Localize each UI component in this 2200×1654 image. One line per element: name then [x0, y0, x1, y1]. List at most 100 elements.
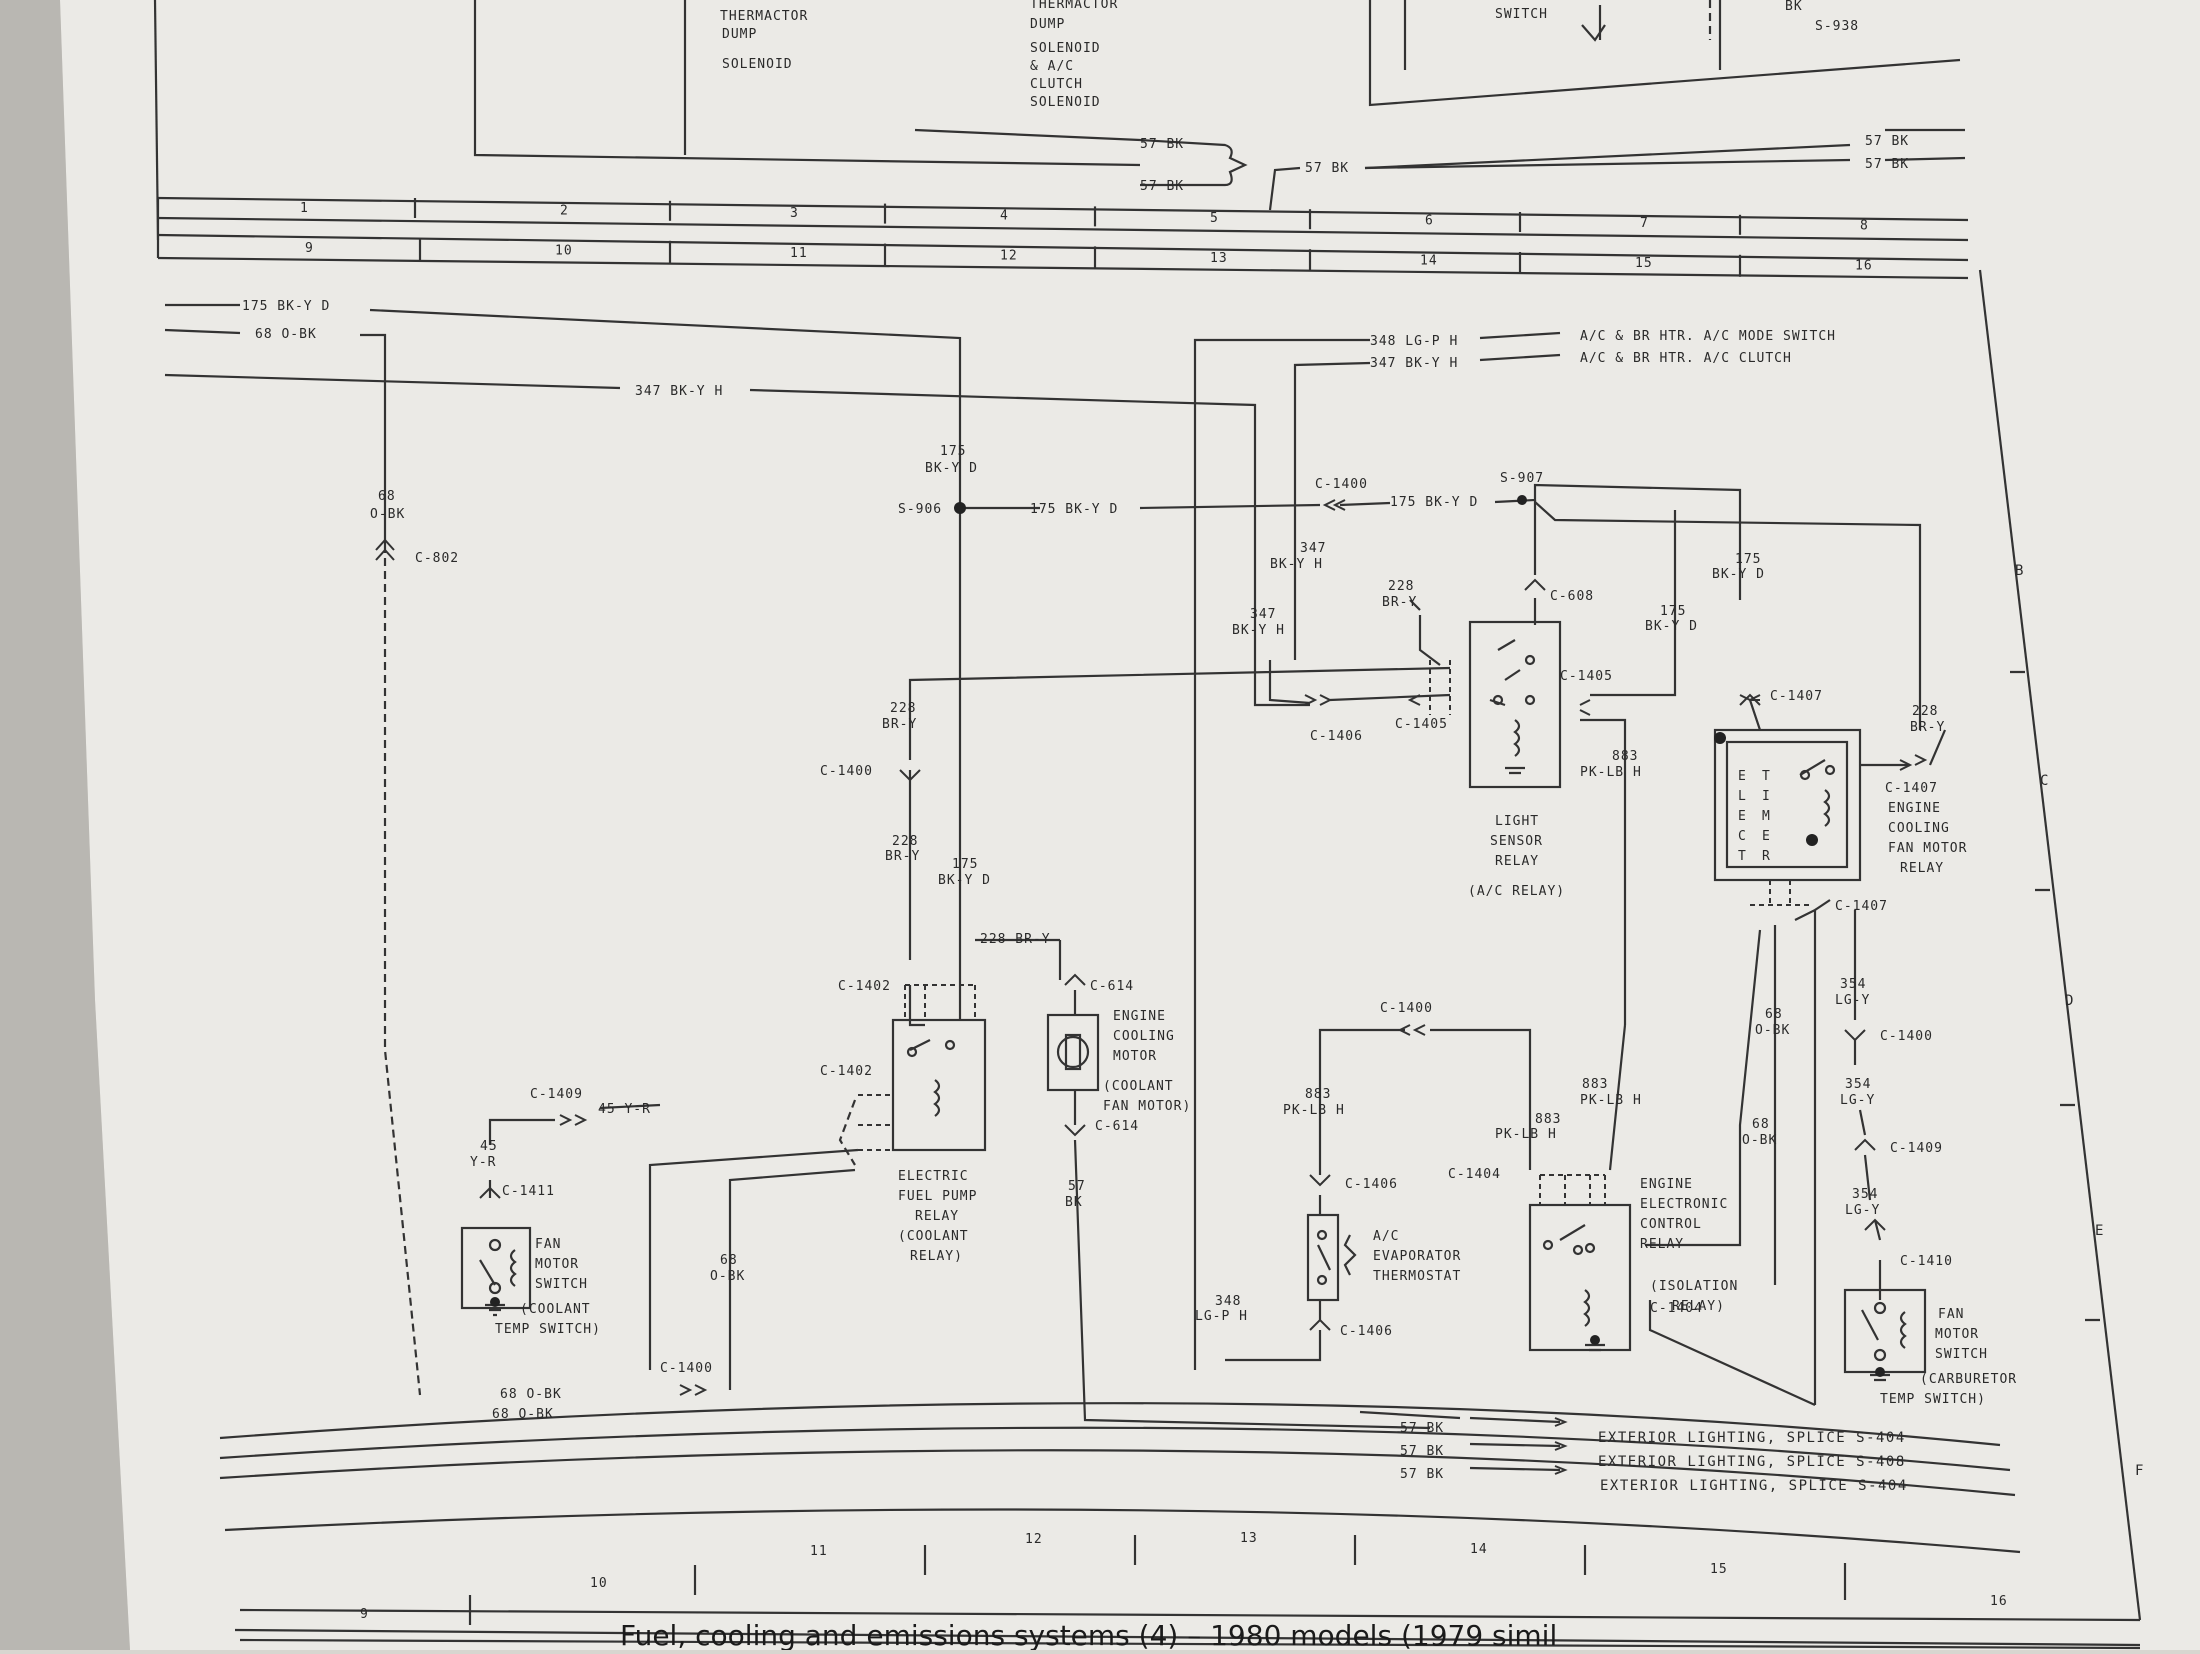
c1400a-label: C-1400 — [1315, 477, 1368, 492]
wire-228-c-label: 228 — [890, 701, 916, 716]
c1406c-label: C-1406 — [1340, 1324, 1393, 1339]
grid-top-cell-7: 7 — [1640, 216, 1649, 231]
wire-175-h-label: 175 BK-Y D — [1030, 502, 1118, 517]
wire-175-d-label: 175 — [952, 857, 978, 872]
wire-175-c-label: 175 — [1735, 552, 1761, 567]
c1410-label: C-1410 — [1900, 1254, 1953, 1269]
wire-68-b-label: 68 — [720, 1253, 738, 1268]
wire-57-v-label: 57 — [1068, 1179, 1086, 1194]
grid-top-cell-2: 2 — [560, 204, 569, 219]
wire-57bk-label-r1: 57 BK — [1865, 134, 1909, 149]
wire-175-top-label: 175 BK-Y D — [242, 299, 330, 314]
wire-347-a-label: 347 — [1300, 541, 1326, 556]
wire-57bk-label-r2: 57 BK — [1865, 157, 1909, 172]
c1406b-label: C-1406 — [1345, 1177, 1398, 1192]
eec-relay — [1528, 1174, 1632, 1352]
wire-348-label: 348 LG-P H — [1370, 334, 1458, 349]
wire-347-b-label-2: BK-Y H — [1232, 623, 1285, 638]
wire-175-c1400-label: 175 BK-Y D — [1390, 495, 1478, 510]
fan-motor-switch-left — [460, 1226, 532, 1317]
grid-top-cell-1: 1 — [300, 201, 309, 216]
s938-label: S-938 — [1815, 19, 1859, 34]
wire-175-d-label-2: BK-Y D — [938, 873, 991, 888]
c1405b-label: C-1405 — [1395, 717, 1448, 732]
wire-45-v-label: 45 — [480, 1139, 498, 1154]
margin-letter-e: E — [2095, 1223, 2105, 1239]
wire-68-c-label-2: O-BK — [1755, 1023, 1790, 1038]
wire-57-b3-label: 57 BK — [1400, 1467, 1444, 1482]
wire-68-b-label-2: O-BK — [710, 1269, 745, 1284]
switch-label: SWITCH — [1495, 7, 1548, 22]
grid-bottom-cell-15: 15 — [1710, 1562, 1728, 1577]
wire-348-v-label: 348 — [1215, 1294, 1241, 1309]
c608-label: C-608 — [1550, 589, 1594, 604]
wire-175-b-label: 175 — [1660, 604, 1686, 619]
c1405a-label: C-1405 — [1560, 669, 1613, 684]
grid-bottom-cell-10: 10 — [590, 1576, 608, 1591]
bottom-harness — [219, 1402, 2141, 1650]
wire-883-a-label-2: PK-LB H — [1580, 765, 1642, 780]
wire-45-h-label: 45 Y-R — [598, 1102, 651, 1117]
wire-175-v-label: 175 — [940, 444, 966, 459]
wire-68-d-label-2: O-BK — [1742, 1133, 1777, 1148]
c1411-label: C-1411 — [502, 1184, 555, 1199]
wire-228-h-label: 228 BR-Y — [980, 932, 1051, 947]
wire-883-c-label-2: PK-LB H — [1580, 1093, 1642, 1108]
wire-57-b2-label: 57 BK — [1400, 1444, 1444, 1459]
splice-s907-dot — [1517, 495, 1527, 505]
wire-228-b-label-2: BR-Y — [1910, 720, 1945, 735]
wire-883-d-label-2: PK-LB H — [1495, 1127, 1557, 1142]
c614a-label: C-614 — [1090, 979, 1134, 994]
c1402a-label: C-1402 — [838, 979, 891, 994]
wire-228-d-label: 228 — [892, 834, 918, 849]
c1400b-label: C-1400 — [820, 764, 873, 779]
exterior-lighting-3: EXTERIOR LIGHTING, SPLICE S-404 — [1600, 1478, 1908, 1494]
grid-top-cell-16: 16 — [1855, 259, 1873, 274]
grid-top-cell-9: 9 — [305, 241, 314, 256]
wire-354-a-label-2: LG-Y — [1835, 993, 1870, 1008]
wire-883-a-label: 883 — [1612, 749, 1638, 764]
c1409a-label: C-1409 — [530, 1087, 583, 1102]
c1407c-label: C-1407 — [1835, 899, 1888, 914]
engine-cooling-motor — [1046, 1013, 1100, 1092]
wire-347-label: 347 BK-Y H — [1370, 356, 1458, 371]
margin-letter-f: F — [2135, 1463, 2145, 1479]
grid-bottom-cell-16: 16 — [1990, 1594, 2008, 1609]
grid-bottom-cell-14: 14 — [1470, 1542, 1488, 1557]
c1406a-label: C-1406 — [1310, 729, 1363, 744]
wire-68-v-label-2: O-BK — [370, 507, 405, 522]
wire-883-b-label: 883 — [1305, 1087, 1331, 1102]
wire-labels: 175 BK-Y D 68 O-BK 347 BK-Y H 348 LG-P H… — [242, 299, 1953, 1494]
grid-top-cell-14: 14 — [1420, 254, 1438, 269]
wire-354-c-label-2: LG-Y — [1845, 1203, 1880, 1218]
wire-57-b1-label: 57 BK — [1400, 1421, 1444, 1436]
bk-label: BK — [1785, 0, 1803, 14]
wire-347-a-label-2: BK-Y H — [1270, 557, 1323, 572]
wire-354-c-label: 354 — [1852, 1187, 1878, 1202]
s907-label: S-907 — [1500, 471, 1544, 486]
wire-348-v-label-2: LG-P H — [1195, 1309, 1248, 1324]
wire-68-v-label: 68 — [378, 489, 396, 504]
wire-228-a-label: 228 — [1388, 579, 1414, 594]
light-sensor-relay — [1429, 620, 1562, 789]
engine-cooling-fan-motor-relay — [1713, 728, 1862, 906]
page-border-right — [1978, 269, 2142, 1621]
grid-top-cell-13: 13 — [1210, 251, 1228, 266]
top-grid — [156, 196, 1969, 280]
fan-motor-switch-right — [1843, 1288, 1927, 1382]
ac-evaporator-thermostat — [1306, 1213, 1357, 1302]
c1400d-label: C-1400 — [1380, 1001, 1433, 1016]
wire-57bk-label-1: 57 BK — [1140, 137, 1184, 152]
grid-top-cell-15: 15 — [1635, 256, 1653, 271]
wire-57bk-label-2: 57 BK — [1140, 179, 1184, 194]
wire-68-d-label: 68 — [1752, 1117, 1770, 1132]
